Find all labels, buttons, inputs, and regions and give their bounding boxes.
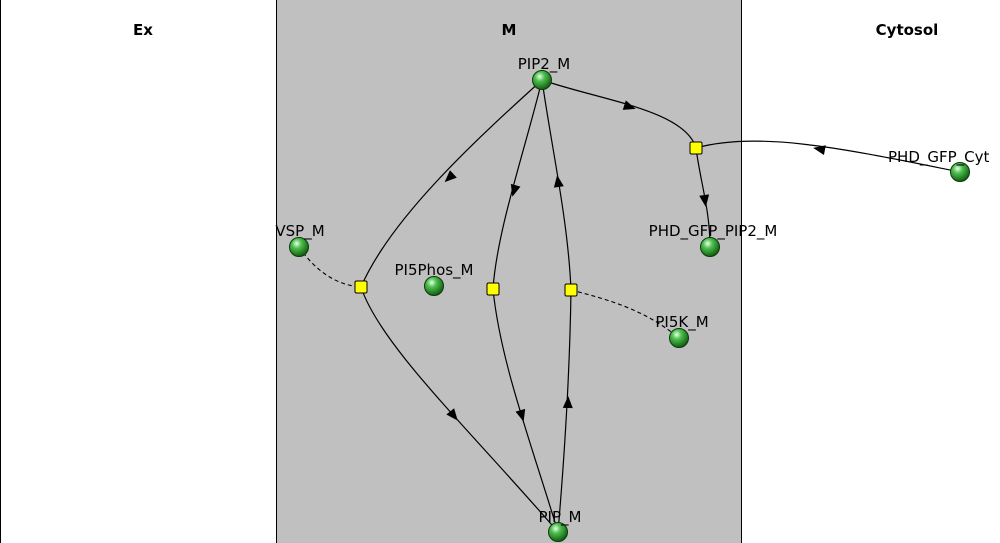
compartment-m[interactable]	[276, 0, 742, 543]
arrowhead-vsp-out	[446, 408, 458, 421]
species-label-phd-gfp-cyt: PHD_GFP_Cyt	[888, 148, 990, 167]
arrowhead-binding-cyt	[813, 145, 826, 156]
reaction-node-pi5phos[interactable]	[486, 282, 500, 296]
arrowhead-pi5k-out	[553, 175, 564, 188]
compartment-title-cytosol: Cytosol	[876, 21, 939, 39]
edge-pip2-to-vsp-reaction	[360, 79, 543, 288]
edge-pip2-to-binding-reaction	[541, 79, 697, 149]
species-label-vsp: VSP_M	[275, 222, 324, 241]
species-node-pip[interactable]	[548, 522, 568, 542]
edge-cyt-to-binding-reaction	[695, 140, 961, 173]
species-label-pi5phos: PI5Phos_M	[395, 261, 474, 280]
species-label-phd-gfp-pip2: PHD_GFP_PIP2_M	[649, 222, 778, 241]
compartment-ex[interactable]	[0, 0, 277, 543]
species-node-pi5k[interactable]	[669, 328, 689, 348]
edge-vsp-reaction-to-pip	[360, 286, 559, 533]
arrowhead-pi5phos-out	[515, 408, 526, 422]
arrowhead-pi5phos-in	[510, 183, 521, 197]
species-node-vsp[interactable]	[289, 237, 309, 257]
species-node-pi5phos[interactable]	[424, 276, 444, 296]
species-node-pip2[interactable]	[532, 70, 552, 90]
arrowhead-vsp-in	[444, 170, 457, 183]
edge-pi5phos-reaction-to-pip	[492, 288, 559, 533]
arrowhead-binding-pip2	[622, 100, 636, 110]
compartment-title-m: M	[502, 21, 517, 39]
species-label-pip: PIP_M	[539, 508, 582, 527]
arrowhead-pi5k-in	[562, 396, 573, 409]
compartment-cytosol[interactable]	[741, 0, 1000, 543]
edge-pi5k-modifier	[570, 289, 680, 339]
species-label-pi5k: PI5K_M	[655, 313, 708, 332]
species-node-phd-gfp-pip2[interactable]	[700, 237, 720, 257]
reaction-node-pi5k[interactable]	[564, 283, 578, 297]
arrowhead-binding-out	[699, 194, 710, 207]
reaction-node-vsp[interactable]	[354, 280, 368, 294]
species-node-phd-gfp-cyt[interactable]	[950, 162, 970, 182]
species-label-pip2: PIP2_M	[518, 55, 571, 74]
reaction-node-binding[interactable]	[689, 141, 703, 155]
compartment-title-ex: Ex	[133, 21, 153, 39]
